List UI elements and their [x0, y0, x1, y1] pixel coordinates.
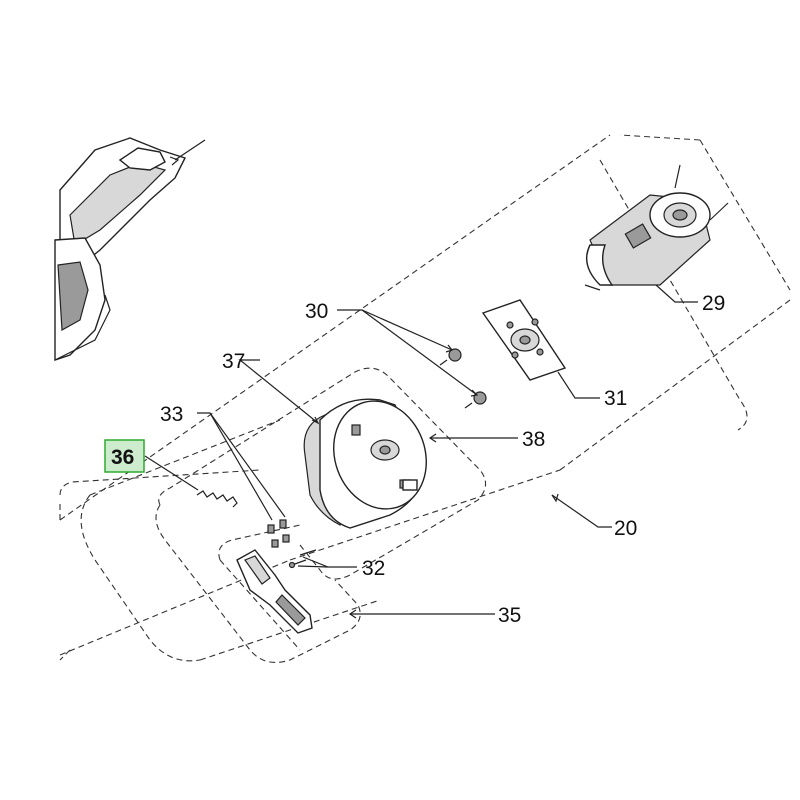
highlighted-label-36: 36 — [104, 439, 145, 473]
tool-housing — [54, 137, 206, 361]
label-32: 32 — [362, 557, 385, 580]
leader-lines — [144, 284, 698, 619]
part-36-spring — [196, 490, 238, 508]
label-29: 29 — [702, 292, 725, 315]
part-38-housing — [303, 398, 427, 529]
part-29-motor — [584, 164, 729, 291]
label-36: 36 — [111, 446, 134, 469]
label-37: 37 — [222, 350, 245, 373]
label-31: 31 — [604, 387, 627, 410]
label-35: 35 — [498, 604, 521, 627]
part-30-screws — [439, 348, 487, 409]
part-31-plate — [481, 299, 567, 381]
sub-assembly-outline — [158, 367, 487, 580]
label-38: 38 — [522, 428, 545, 451]
label-20: 20 — [614, 517, 637, 540]
label-33: 33 — [160, 403, 183, 426]
label-30: 30 — [305, 300, 328, 323]
part-33-contacts — [267, 519, 290, 548]
part-32-pins — [288, 549, 317, 569]
assembly-outline — [59, 134, 791, 656]
part-35-switch — [236, 549, 313, 634]
